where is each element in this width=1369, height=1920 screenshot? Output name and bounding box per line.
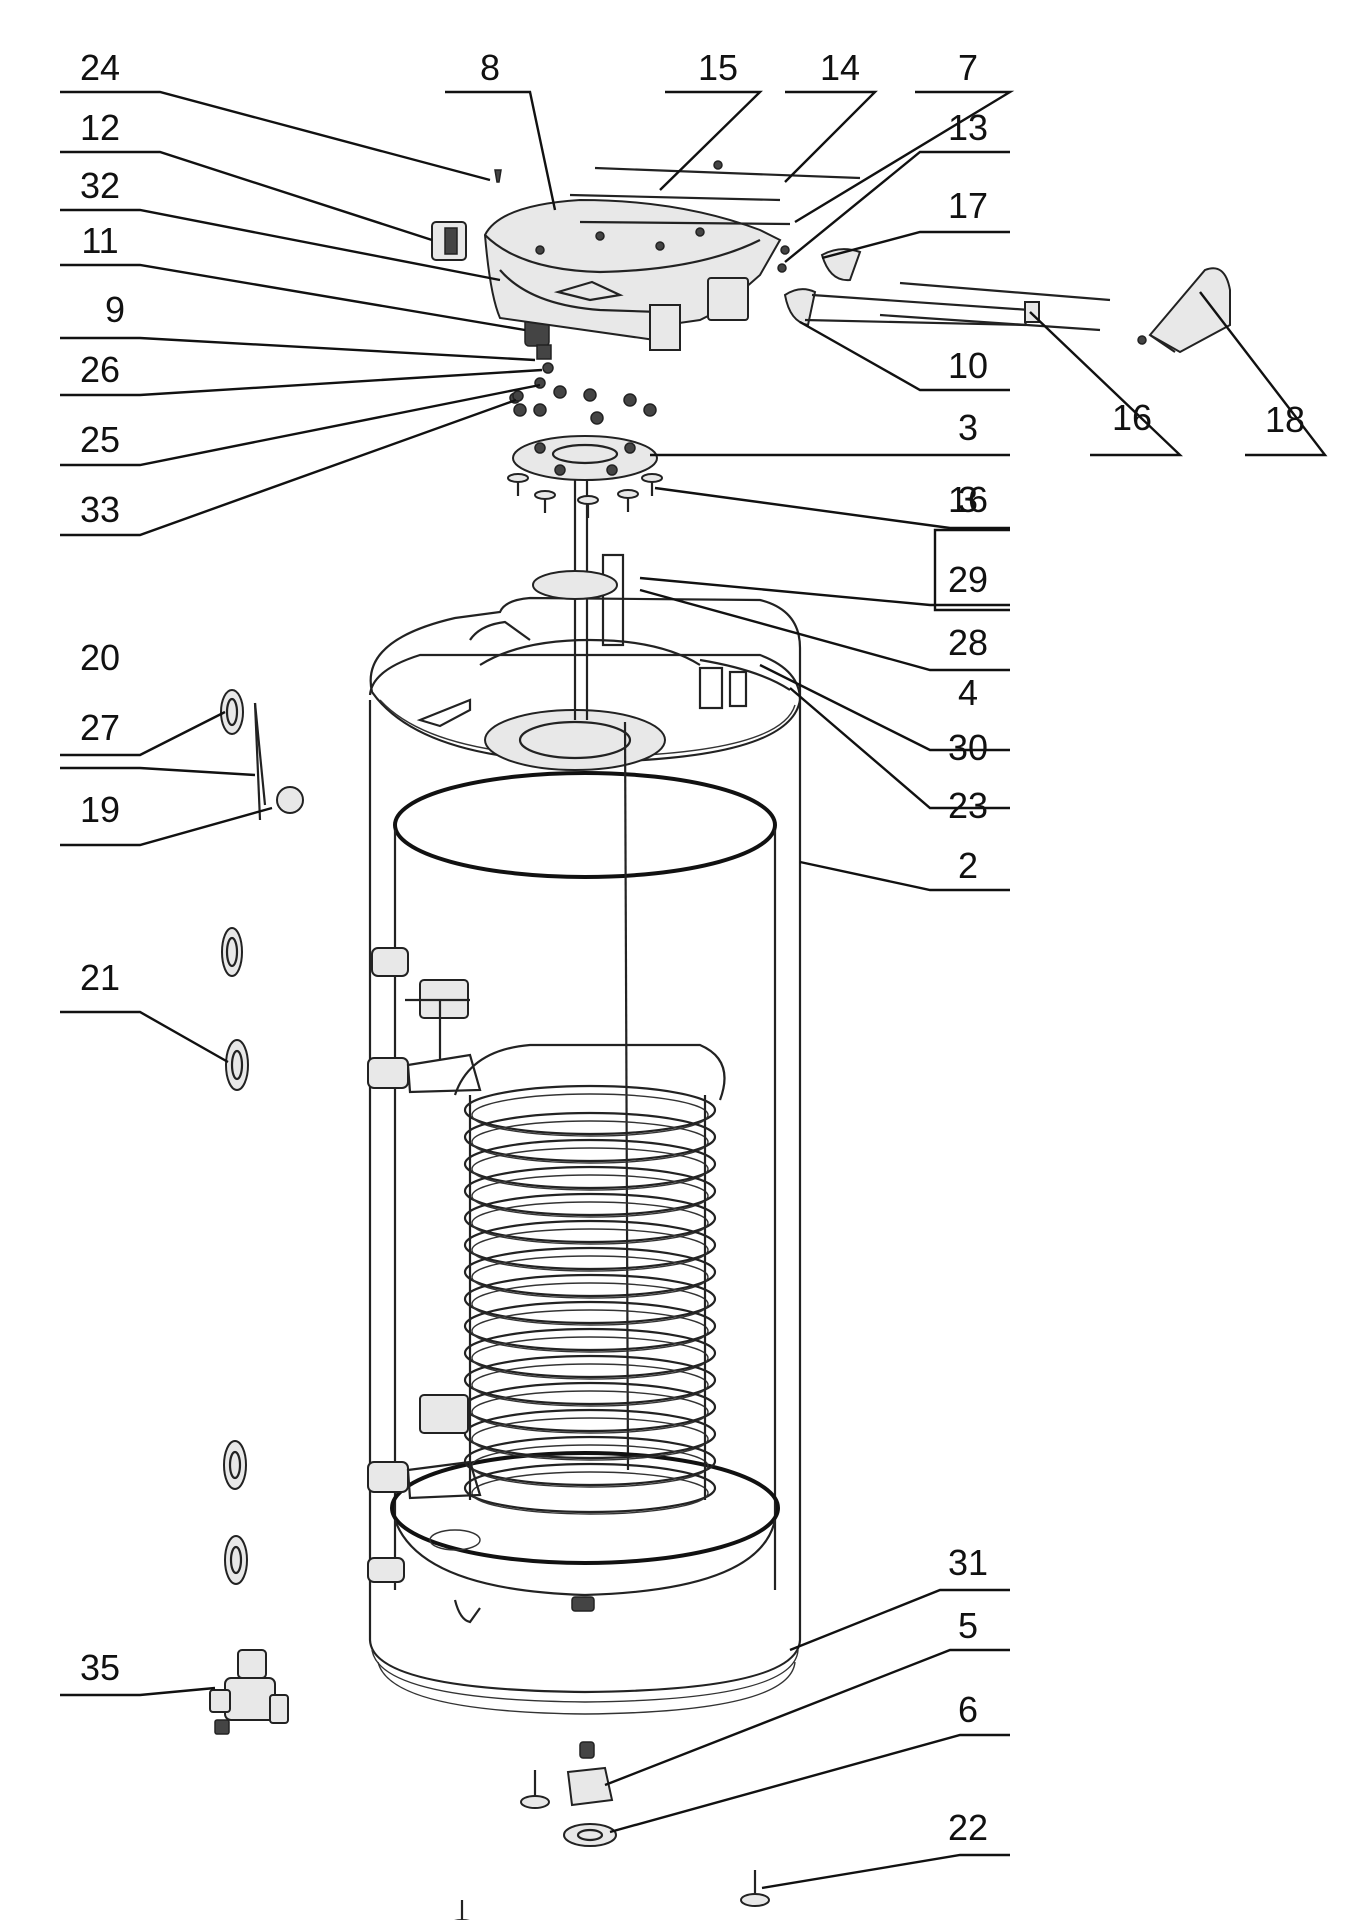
coil-turn [463,1084,717,1136]
flange-bolt [641,473,663,496]
flange [507,435,663,518]
callout-16b: 16 [948,479,988,520]
leader-lines [60,90,1328,1890]
flange-bolt [577,495,599,518]
callout-13: 13 [948,107,988,148]
callout-25: 25 [80,419,120,460]
callout-26: 26 [80,349,120,390]
bottom-parts [454,1741,770,1920]
callout-29: 29 [948,559,988,600]
callout-6: 6 [958,1689,978,1730]
coil-turn-inner [471,1255,709,1299]
callout-23: 23 [948,785,988,826]
element-rods [569,160,861,226]
coil-turn-inner [471,1228,709,1272]
coil-turn [463,1165,717,1217]
coil-turn-inner [471,1174,709,1218]
callout-4: 4 [958,672,978,713]
coil-turn [463,1219,717,1271]
callout-12: 12 [80,107,120,148]
coil-turn [463,1192,717,1244]
callout-2: 2 [958,845,978,886]
coil-turn-inner [471,1282,709,1326]
coil-turn-inner [471,1093,709,1137]
callout-20: 20 [80,637,120,678]
screw-24 [494,169,502,183]
callout-8: 8 [480,47,500,88]
callout-5: 5 [958,1605,978,1646]
callout-16a: 16 [1112,397,1152,438]
callout-22: 22 [948,1807,988,1848]
control-housing [483,198,782,351]
callout-10: 10 [948,345,988,386]
callout-19: 19 [80,789,120,830]
coil-turn [463,1327,717,1379]
callout-35: 35 [80,1647,120,1688]
coil-turn-inner [471,1201,709,1245]
heating-coil [463,1084,717,1515]
coil-turn-inner [471,1390,709,1434]
tank-side-fittings [367,947,482,1583]
coil-turn [463,1300,717,1352]
callout-15: 15 [698,47,738,88]
part-connector-block [431,221,467,261]
heating-element-assembly [783,248,1231,354]
coil-turn [463,1273,717,1325]
flange-nuts [509,385,657,425]
callout-27: 27 [80,707,120,748]
callout-33: 33 [80,489,120,530]
flange-bolt [534,490,556,513]
coil-turn [463,1246,717,1298]
left-fittings-top [220,689,304,821]
callout-7: 7 [958,47,978,88]
coil-turn-inner [471,1309,709,1353]
callout-3b: 3 [958,479,978,520]
coil-turn [463,1462,717,1514]
drain-valve [209,1649,289,1735]
callout-21: 21 [80,957,120,998]
coil-turn-inner [471,1147,709,1191]
anode-rod [532,470,625,720]
callout-32: 32 [80,165,120,206]
flange-bolt [507,473,529,496]
callout-31: 31 [948,1542,988,1583]
callout-24: 24 [80,47,120,88]
coil-turn-inner [471,1417,709,1461]
callout-9: 9 [105,289,125,330]
callout-11: 11 [81,220,118,261]
coil-turn [463,1354,717,1406]
top-cover [369,596,802,771]
coil-turn [463,1138,717,1190]
coil-turn-inner [471,1363,709,1407]
callout-3a: 3 [958,407,978,448]
flange-bolt [617,489,639,512]
outer-jacket [368,653,802,1715]
coil-turn [463,1111,717,1163]
tank-drawing [209,160,1231,1920]
coil-turn-inner [471,1471,709,1515]
coil-turn-inner [471,1120,709,1164]
inner-tank-top-ring [393,771,777,879]
inner-tank-bottom-ring [390,1451,780,1565]
coil-turn-inner [471,1336,709,1380]
callout-17: 17 [948,185,988,226]
left-fittings-21 [221,927,249,1585]
coil-turn [463,1408,717,1460]
coil-turn [463,1435,717,1487]
callout-18: 18 [1265,399,1305,440]
coil-turn [463,1381,717,1433]
callout-14: 14 [820,47,860,88]
callout-28: 28 [948,622,988,663]
callout-30: 30 [948,727,988,768]
